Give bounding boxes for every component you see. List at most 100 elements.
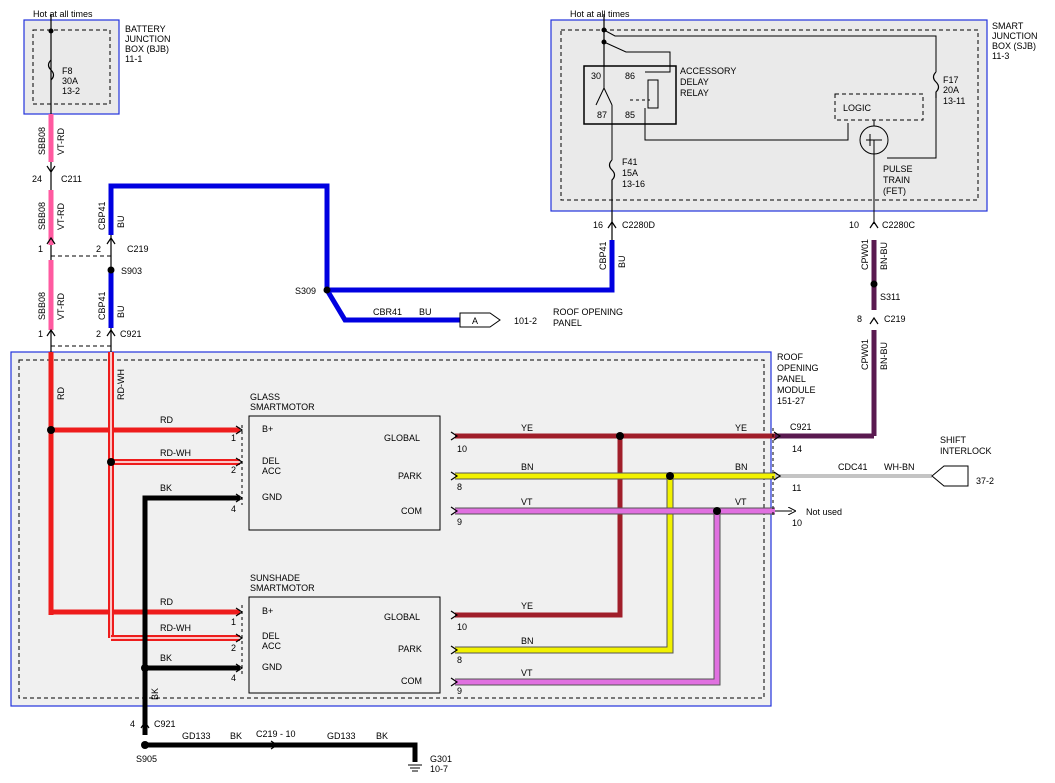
hot-label-right: Hot at all times bbox=[570, 9, 630, 19]
wire-label: VT bbox=[735, 497, 747, 507]
wire-label: RD-WH bbox=[116, 369, 126, 400]
connector-label: C219 bbox=[127, 244, 149, 254]
splice-label: S311 bbox=[880, 292, 900, 302]
shift-interlock-flag bbox=[931, 465, 969, 487]
wire-label: BN bbox=[735, 462, 748, 472]
fuse-f17-amp: 20A bbox=[943, 85, 959, 95]
relay-coil-icon bbox=[647, 79, 659, 109]
fuse-f41-ref: 13-16 bbox=[622, 179, 645, 189]
roof-panel-label: ROOF OPENING bbox=[553, 307, 623, 317]
sjb-ref: 11-3 bbox=[992, 51, 1009, 61]
connector-label: C921 bbox=[120, 329, 142, 339]
splice-label: S905 bbox=[136, 754, 157, 764]
pin-number: 4 bbox=[231, 673, 236, 683]
connector-pin: 14 bbox=[792, 444, 802, 454]
connector-label: C2280D bbox=[622, 220, 656, 230]
wire-bk bbox=[141, 495, 422, 772]
connector-label: C921 bbox=[154, 719, 176, 729]
sunshade-title: SUNSHADE bbox=[250, 573, 300, 583]
module-title: PANEL bbox=[777, 374, 806, 384]
wire-label: BN bbox=[521, 462, 534, 472]
pin-85: 85 bbox=[625, 110, 635, 120]
glass-smartmotor-box bbox=[248, 415, 441, 531]
bjb-title: BOX (BJB) bbox=[125, 44, 169, 54]
wire-label: CPW01 bbox=[860, 339, 870, 370]
sunshade-smartmotor-box bbox=[248, 596, 441, 694]
module-title: MODULE bbox=[777, 385, 816, 395]
wire-label: SBB08 bbox=[37, 127, 47, 155]
wire-cpw01 bbox=[775, 240, 878, 439]
glass-title: SMARTMOTOR bbox=[250, 402, 315, 412]
relay-label: ACCESSORY bbox=[680, 66, 736, 76]
relay-label: DELAY bbox=[680, 77, 709, 87]
fuse-f8-amp: 30A bbox=[62, 76, 78, 86]
wire-label: GD133 bbox=[327, 731, 356, 741]
wire-label: BN bbox=[521, 636, 534, 646]
wire-label: VT-RD bbox=[56, 127, 66, 155]
shift-interlock-label: INTERLOCK bbox=[940, 446, 992, 456]
wire-label: YE bbox=[521, 423, 533, 433]
not-used-label: Not used bbox=[806, 507, 842, 517]
wire-cbp41-blue bbox=[107, 183, 615, 352]
wire-label: BK bbox=[376, 731, 388, 741]
wire-label: CPW01 bbox=[860, 239, 870, 270]
roof-panel-flag-label: A bbox=[472, 316, 478, 326]
pin-label: B+ bbox=[262, 424, 273, 434]
fuse-f17-ref: 13-11 bbox=[943, 96, 965, 106]
wire-label: CBP41 bbox=[598, 241, 608, 270]
wire-label: BU bbox=[116, 305, 126, 318]
pin-number: 1 bbox=[231, 617, 236, 627]
bjb-title: JUNCTION bbox=[125, 34, 171, 44]
glass-title: GLASS bbox=[250, 392, 280, 402]
connector-label: C219 bbox=[884, 314, 906, 324]
sjb-title: BOX (SJB) bbox=[992, 41, 1036, 51]
wire-label: BU bbox=[617, 255, 627, 268]
logic-label: LOGIC bbox=[843, 103, 872, 113]
wire-label: BK bbox=[150, 688, 160, 700]
module-ref: 151-27 bbox=[777, 396, 805, 406]
wire-label: VT bbox=[521, 497, 533, 507]
fet-label: PULSE bbox=[883, 164, 913, 174]
fuse-f17-icon bbox=[932, 71, 940, 98]
wire-label: VT bbox=[521, 668, 533, 678]
wire-label: CBP41 bbox=[97, 201, 107, 230]
wire-label: CDC41 bbox=[838, 462, 868, 472]
bjb-ref: 11-1 bbox=[125, 54, 142, 64]
bjb-box: F8 30A 13-2 bbox=[23, 14, 120, 115]
pin-number: 8 bbox=[457, 655, 462, 665]
pin-label: COM bbox=[401, 506, 422, 516]
connector-pin: 24 bbox=[32, 174, 42, 184]
wire-label: YE bbox=[735, 423, 747, 433]
connector-pin: 11 bbox=[792, 483, 801, 493]
pin-number: 9 bbox=[457, 517, 462, 527]
pin-label: GND bbox=[262, 492, 283, 502]
wire-bn bbox=[455, 472, 932, 654]
connector-marks bbox=[46, 165, 879, 750]
fuse-f41-amp: 15A bbox=[622, 168, 638, 178]
connector-pin: 1 bbox=[38, 329, 43, 339]
wire-rdwh bbox=[107, 352, 240, 641]
wire-label: WH-BN bbox=[884, 462, 915, 472]
pin-number: 10 bbox=[457, 622, 467, 632]
fuse-f8-label: F8 bbox=[62, 66, 73, 76]
pin-number: 10 bbox=[457, 444, 467, 454]
splice-label: S309 bbox=[295, 286, 316, 296]
pin-30: 30 bbox=[591, 71, 601, 81]
pin-number: 4 bbox=[231, 504, 236, 514]
connector-pin: 1 bbox=[38, 244, 43, 254]
roof-panel-label: PANEL bbox=[553, 318, 582, 328]
logic-box bbox=[834, 93, 924, 121]
shift-interlock-ref: 37-2 bbox=[976, 476, 994, 486]
wire-label: BN-BU bbox=[879, 342, 889, 370]
wire-label: BU bbox=[419, 307, 432, 317]
module-title: OPENING bbox=[777, 363, 819, 373]
wire-label: SBB08 bbox=[37, 202, 47, 230]
wire-ye bbox=[455, 432, 775, 618]
fuse-f17-label: F17 bbox=[943, 75, 959, 85]
connector-label: C211 bbox=[61, 174, 82, 184]
wire-label: GD133 bbox=[182, 731, 211, 741]
wire-label: BK bbox=[160, 483, 172, 493]
hot-label-left: Hot at all times bbox=[33, 9, 93, 19]
